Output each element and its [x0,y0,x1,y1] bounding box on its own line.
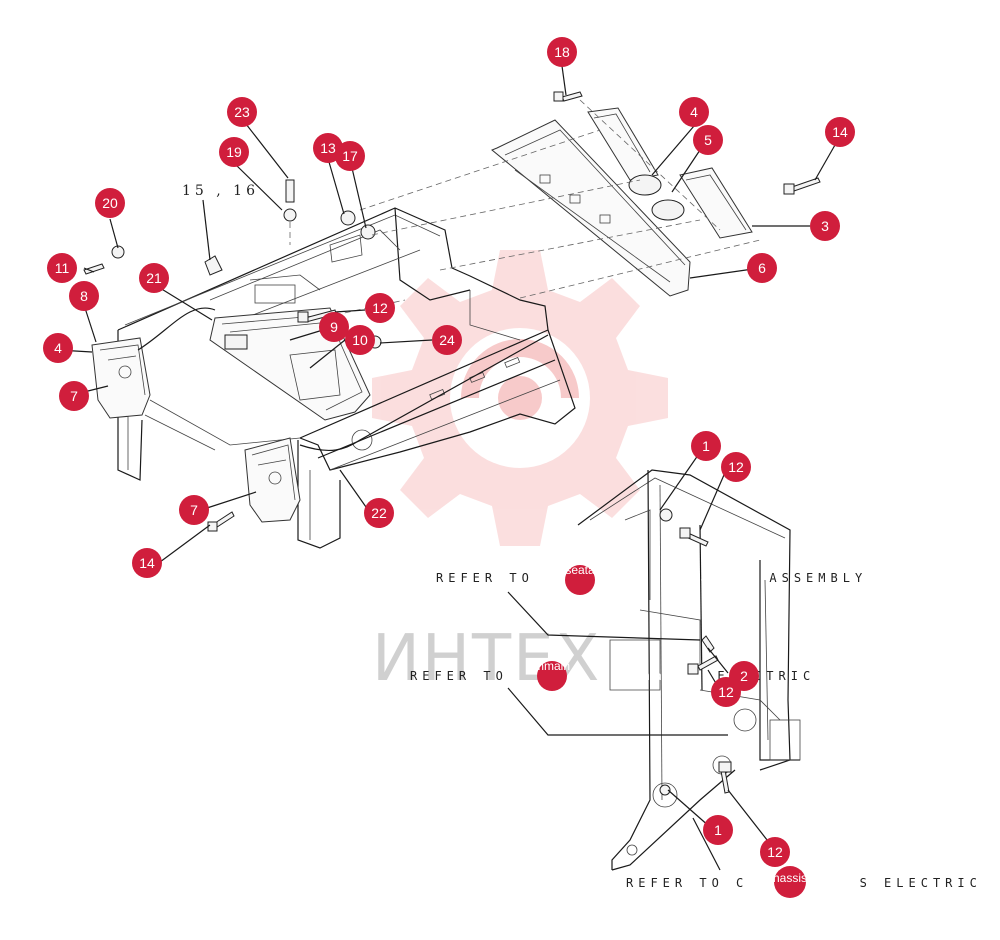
callout-badge-6 [747,253,777,283]
ref-main-highlight-word: mmain [534,659,570,673]
wiring-harness [137,307,549,451]
ref-main-before: REFER TO [410,669,520,683]
callout-number: 11 [55,260,70,276]
reference-leaders [507,591,728,871]
callout-number: 4 [54,340,62,356]
callout-badge-12 [721,452,751,482]
upper-fasteners [83,91,821,532]
callout-number: 12 [718,684,734,700]
callout-badge-12 [760,837,790,867]
callout-number: 19 [226,144,242,160]
callout-badge-10 [345,325,375,355]
callout-badge-12 [365,293,395,323]
callout-number: 12 [728,459,744,475]
callout-badge-3 [810,211,840,241]
callout-badge-4 [679,97,709,127]
callout-number: 21 [146,270,162,286]
callout-badge-18 [547,37,577,67]
callout-number: 14 [139,555,155,571]
callout-number: 9 [330,319,338,335]
callout-number: 12 [767,844,783,860]
callout-number: 12 [372,300,388,316]
svg-text:REFER TO seata ASSEMBLY: REFER TO seata ASSEMBLY [436,571,867,585]
ref-chassis-highlight-word: hassis [773,871,807,885]
rear-cover-assembly [491,107,753,297]
callout-number: 4 [690,104,698,120]
upper-frame [117,207,576,549]
callout-number: 24 [439,332,455,348]
ref-chassis-after: S ELECTRIC [860,876,982,890]
callout-badge-14 [132,548,162,578]
ref-chassis-before: REFER TO C [626,876,748,890]
callout-number: 5 [704,132,712,148]
callout-badge-12 [711,677,741,707]
callout-badge-19 [219,137,249,167]
callout-number: 7 [70,388,78,404]
left-control-handle [91,337,151,419]
watermark-gear-logo [372,250,668,546]
callout-number: 18 [554,44,570,60]
callout-badge-11 [47,253,77,283]
callout-badge-23 [227,97,257,127]
lower-fasteners [659,508,732,796]
callout-number: 20 [102,195,118,211]
ref-seat-word: seata [676,571,737,585]
callout-number: 3 [821,218,829,234]
callout-badge-7 [179,495,209,525]
callout-number: 13 [320,140,336,156]
callout-badge-14 [825,117,855,147]
callout-badge-4 [43,333,73,363]
callout-number: 1 [714,822,722,838]
callout-number: 6 [758,260,766,276]
ref-seat-highlight-word: seata [565,563,595,577]
callout-badge-24 [432,325,462,355]
callout-number: 17 [342,148,358,164]
callout-badge-9 [319,312,349,342]
callout-number: 7 [190,502,198,518]
callout-number: 10 [352,332,368,348]
callout-badge-8 [69,281,99,311]
reference-highlights [537,565,806,898]
callout-badge-22 [364,498,394,528]
callout-number: 1 [702,438,710,454]
callout-badge-21 [139,263,169,293]
callout-badge-20 [95,188,125,218]
right-control-handle [244,437,301,523]
reference-seat-assembly: REFER TO seata ASSEMBLY [436,571,867,585]
label-15-16: 15 , 16 [182,183,259,199]
ref-main-word: mmain [630,669,691,683]
ref-seat-before: REFER TO [436,571,546,585]
callout-leaders [57,65,836,846]
callout-number: 2 [740,668,748,684]
ref-seat-after: ASSEMBLY [757,571,867,585]
callout-number: 8 [80,288,88,304]
callout-badge-1 [691,431,721,461]
callout-badge-7 [59,381,89,411]
callout-number: 23 [234,104,250,120]
callout-number: 14 [832,124,848,140]
callout-badge-5 [693,125,723,155]
callout-number: 22 [371,505,387,521]
callout-badge-1 [703,815,733,845]
callout-badge-17 [335,141,365,171]
